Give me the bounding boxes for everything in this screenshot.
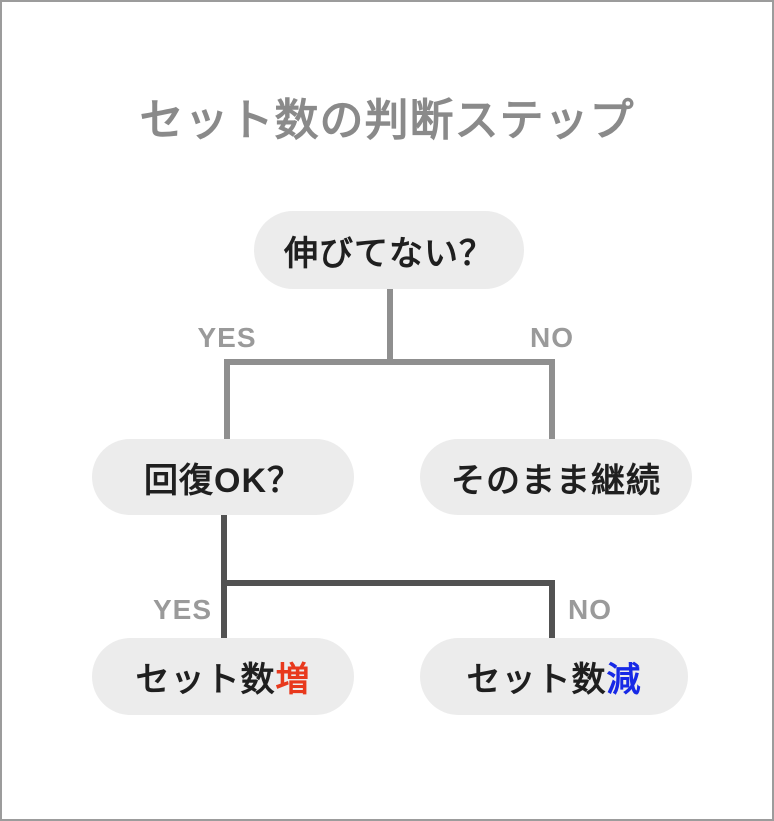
page-title: セット数の判断ステップ — [139, 96, 635, 145]
node-continue-as-is: そのまま継続 — [420, 439, 692, 515]
edge-label-level1-no: NO — [530, 322, 574, 353]
node-increase-sets-prefix: セット数 — [135, 661, 276, 699]
node-not-growing-label: 伸びてない？ — [284, 234, 494, 273]
connector-level1-yes-drop — [224, 359, 230, 439]
connector-level1-no-drop — [549, 359, 555, 439]
node-decrease-sets-accent: 減 — [606, 661, 642, 699]
node-decrease-sets: セット数減 — [420, 638, 688, 715]
connector-recovery-stem — [221, 515, 227, 638]
node-increase-sets-accent: 増 — [275, 661, 311, 699]
connector-level2-bar — [221, 580, 555, 586]
node-recovery-ok-label: 回復OK？ — [144, 461, 302, 500]
node-continue-as-is-label: そのまま継続 — [451, 461, 661, 500]
connector-level2-no-drop — [549, 580, 555, 638]
edge-label-level1-yes: YES — [197, 322, 257, 353]
connector-level1-bar — [224, 359, 555, 365]
connector-root-stem — [387, 289, 393, 362]
node-recovery-ok: 回復OK？ — [92, 439, 354, 515]
node-not-growing: 伸びてない？ — [254, 211, 524, 289]
node-decrease-sets-prefix: セット数 — [466, 661, 607, 699]
edge-label-level2-no: NO — [568, 594, 612, 625]
node-increase-sets: セット数増 — [92, 638, 354, 715]
edge-label-level2-yes: YES — [152, 594, 212, 625]
